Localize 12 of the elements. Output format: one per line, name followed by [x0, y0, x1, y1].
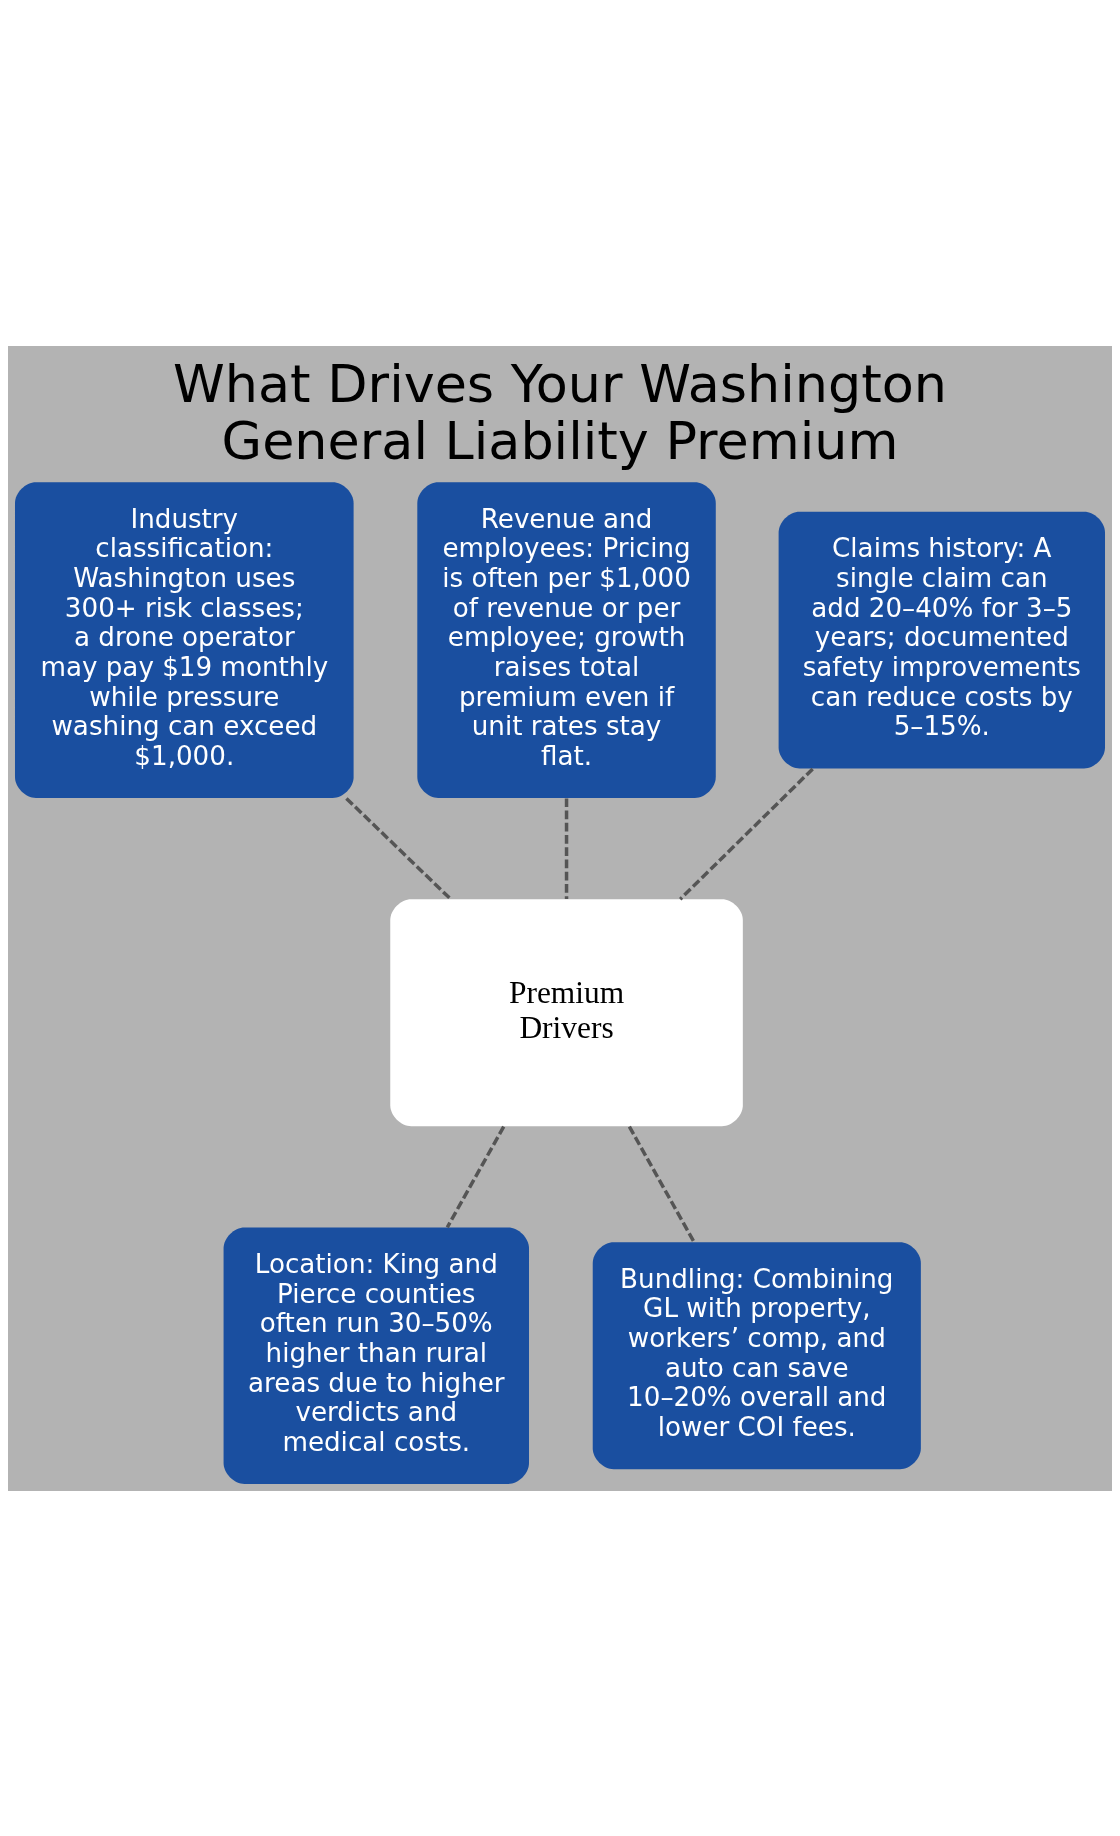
connector — [445, 1125, 506, 1228]
node-box: Premium Drivers — [390, 898, 743, 1126]
node-box: Location: King and Pierce counties often run 30–50% higher than rural areas due to higher verdicts and medical costs. — [223, 1226, 529, 1484]
node-box: Claims history: A single claim can add 20–40% for 3–5 years; documented safety improvements can reduce costs by 5–15%. — [778, 511, 1105, 768]
node-box: Bundling: Combining GL with property, workers’ comp, and auto can save 10–20% overall and lower COI fees. — [592, 1241, 921, 1469]
connector — [345, 796, 452, 900]
connector — [679, 767, 814, 900]
connector — [564, 797, 569, 899]
node-box: Industry classification: Washington uses 300+ risk classes; a drone operator may pay $19 monthly while pressure washing can exceed $1,000. — [15, 481, 354, 798]
connector — [627, 1125, 696, 1243]
diagram-title: What Drives Your Washington General Liability Premium — [173, 352, 947, 471]
node-box: Revenue and employees: Pricing is often per $1,000 of revenue or per employee; growth raises total premium even if unit rates stay flat. — [417, 481, 716, 798]
